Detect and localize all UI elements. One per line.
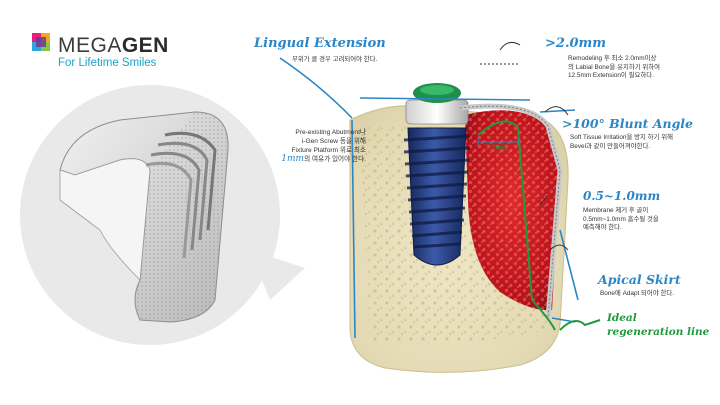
lingual-pointer-line <box>279 57 353 119</box>
titanium-mesh-illustration <box>59 111 229 323</box>
apical-skirt-text: Bone에 Adapt 되어야 한다. <box>600 290 675 297</box>
healing-cap <box>405 83 469 125</box>
implant-fixture <box>403 127 471 266</box>
apical-line <box>559 229 579 301</box>
lingual-extension-text: 부위가 클 경우 고려되어야 한다. <box>292 56 378 63</box>
gt2mm-text: Remodeling 후 최소 2.0mm이상 의 Labial Bone을 유… <box>568 55 660 80</box>
clearance-value: 1mm <box>281 154 305 164</box>
lingual-extension-title: Lingual Extension <box>254 36 386 51</box>
bone-graft-region <box>465 110 560 311</box>
ideal-line-label-2: regeneration line <box>607 326 710 338</box>
gt2mm-title: >2.0mm <box>545 36 607 51</box>
preexisting-abutment-text: Pre-existing Abutment나 i-Gen Screw 등을 위해… <box>281 129 366 164</box>
blunt-angle-text: Soft Tissue Irritation을 방지 하기 위해 Bevel과 … <box>570 134 673 150</box>
membrane-text: Membrane 제거 후 골이 0.5mm~1.0mm 흡수될 것을 예측해야… <box>583 207 659 232</box>
mesh-cross-section <box>459 103 563 319</box>
membrane-title: 0.5~1.0mm <box>583 189 661 203</box>
crest-line <box>359 97 531 101</box>
ideal-regeneration-line <box>477 120 601 331</box>
blunt-angle-title: >100° Blunt Angle <box>562 116 694 131</box>
ideal-line-label-1: Ideal <box>607 312 637 324</box>
dimension-label: 2.2mm <box>484 144 509 152</box>
brand-wordmark: MEGAGEN <box>58 34 169 57</box>
brand-tagline: For Lifetime Smiles <box>58 57 157 69</box>
logo-mark-icon <box>32 33 50 51</box>
lingual-boundary-line <box>351 119 356 339</box>
annotation-arrows <box>480 41 569 251</box>
apical-skirt-title: Apical Skirt <box>598 272 681 287</box>
dimension-mark <box>477 138 519 146</box>
